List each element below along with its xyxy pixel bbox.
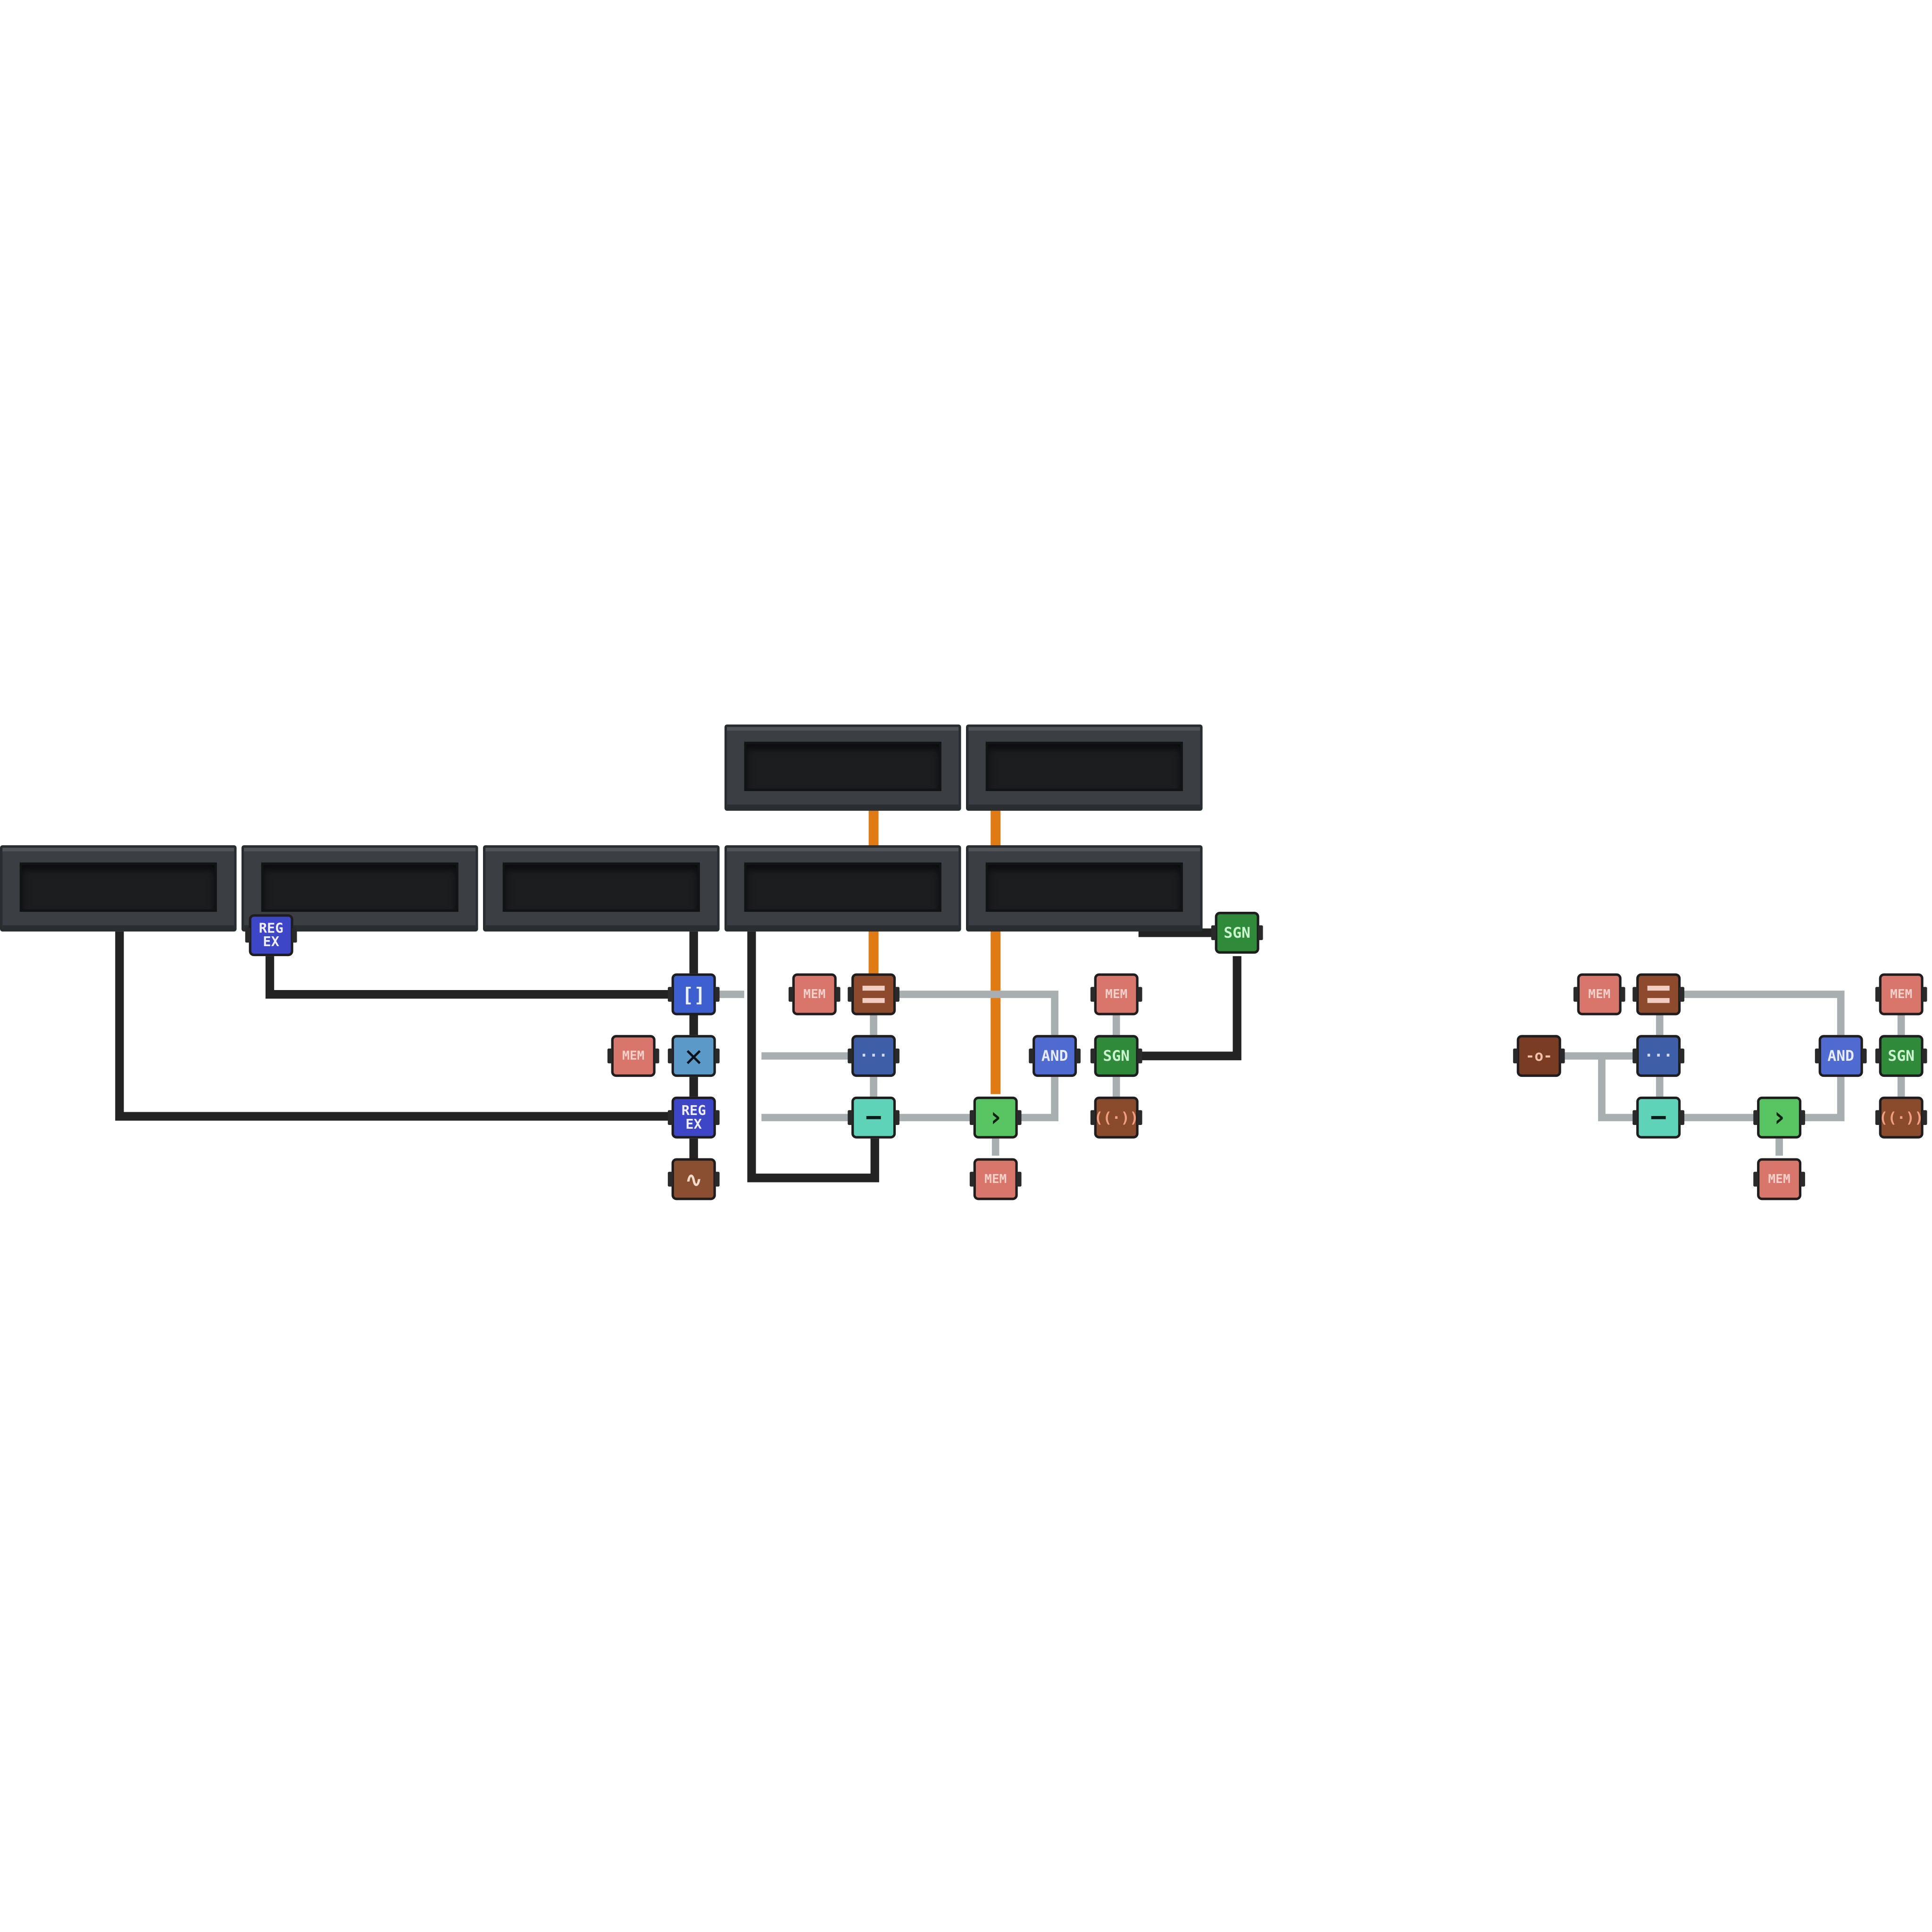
and-gate-chip[interactable]: AND	[1029, 1035, 1081, 1077]
and-gate-chip[interactable]: AND	[1815, 1035, 1867, 1077]
wave-chip[interactable]: ∿	[667, 1158, 720, 1200]
greater-than-chip[interactable]: ›	[969, 1096, 1022, 1139]
black-wire	[115, 931, 672, 1121]
gray-wire	[897, 991, 1058, 1035]
display-1[interactable]	[0, 845, 237, 932]
memory-chip[interactable]: MEM	[1090, 973, 1142, 1016]
display-2[interactable]	[242, 845, 478, 932]
wifi-chip[interactable]: ((·))	[1875, 1096, 1927, 1139]
black-wire	[265, 956, 672, 999]
memory-chip[interactable]: MEM	[1753, 1158, 1805, 1200]
equals-chip[interactable]	[1632, 973, 1684, 1016]
sgn-chip[interactable]: SGN	[1090, 1035, 1142, 1077]
ellipsis-chip[interactable]: ···	[1632, 1035, 1684, 1077]
display-top-2[interactable]	[966, 724, 1203, 811]
gray-wire	[1017, 1077, 1058, 1122]
display-top-1[interactable]	[724, 724, 961, 811]
memory-chip[interactable]: MEM	[1875, 973, 1927, 1016]
black-wire	[1138, 956, 1241, 1060]
display-3[interactable]	[483, 845, 720, 932]
bracket-chip[interactable]: []	[667, 973, 720, 1016]
wifi-chip[interactable]: ((·))	[1090, 1096, 1142, 1139]
gray-wire	[1804, 1077, 1845, 1122]
sgn-chip[interactable]: SGN	[1875, 1035, 1927, 1077]
equals-icon	[862, 985, 885, 1003]
equals-chip[interactable]	[848, 973, 899, 1016]
memory-chip[interactable]: MEM	[607, 1035, 659, 1077]
regex-chip[interactable]: REG EX	[667, 1096, 720, 1139]
multiply-chip[interactable]: ✕	[667, 1035, 720, 1077]
switch-chip[interactable]: -o-	[1513, 1035, 1565, 1077]
memory-chip[interactable]: MEM	[969, 1158, 1022, 1200]
subtract-chip[interactable]: −	[1632, 1096, 1684, 1139]
sgn-chip[interactable]: SGN	[1211, 912, 1263, 954]
display-4[interactable]	[724, 845, 961, 932]
subtract-chip[interactable]: −	[848, 1096, 899, 1139]
gray-wire	[1598, 1056, 1637, 1122]
display-5[interactable]	[966, 845, 1203, 932]
ellipsis-chip[interactable]: ···	[848, 1035, 899, 1077]
memory-chip[interactable]: MEM	[788, 973, 841, 1016]
gray-wire	[1683, 991, 1845, 1035]
equals-icon	[1647, 985, 1670, 1003]
regex-chip[interactable]: REG EX	[245, 914, 297, 957]
memory-chip[interactable]: MEM	[1573, 973, 1625, 1016]
greater-than-chip[interactable]: ›	[1753, 1096, 1805, 1139]
black-wire	[747, 931, 879, 1183]
